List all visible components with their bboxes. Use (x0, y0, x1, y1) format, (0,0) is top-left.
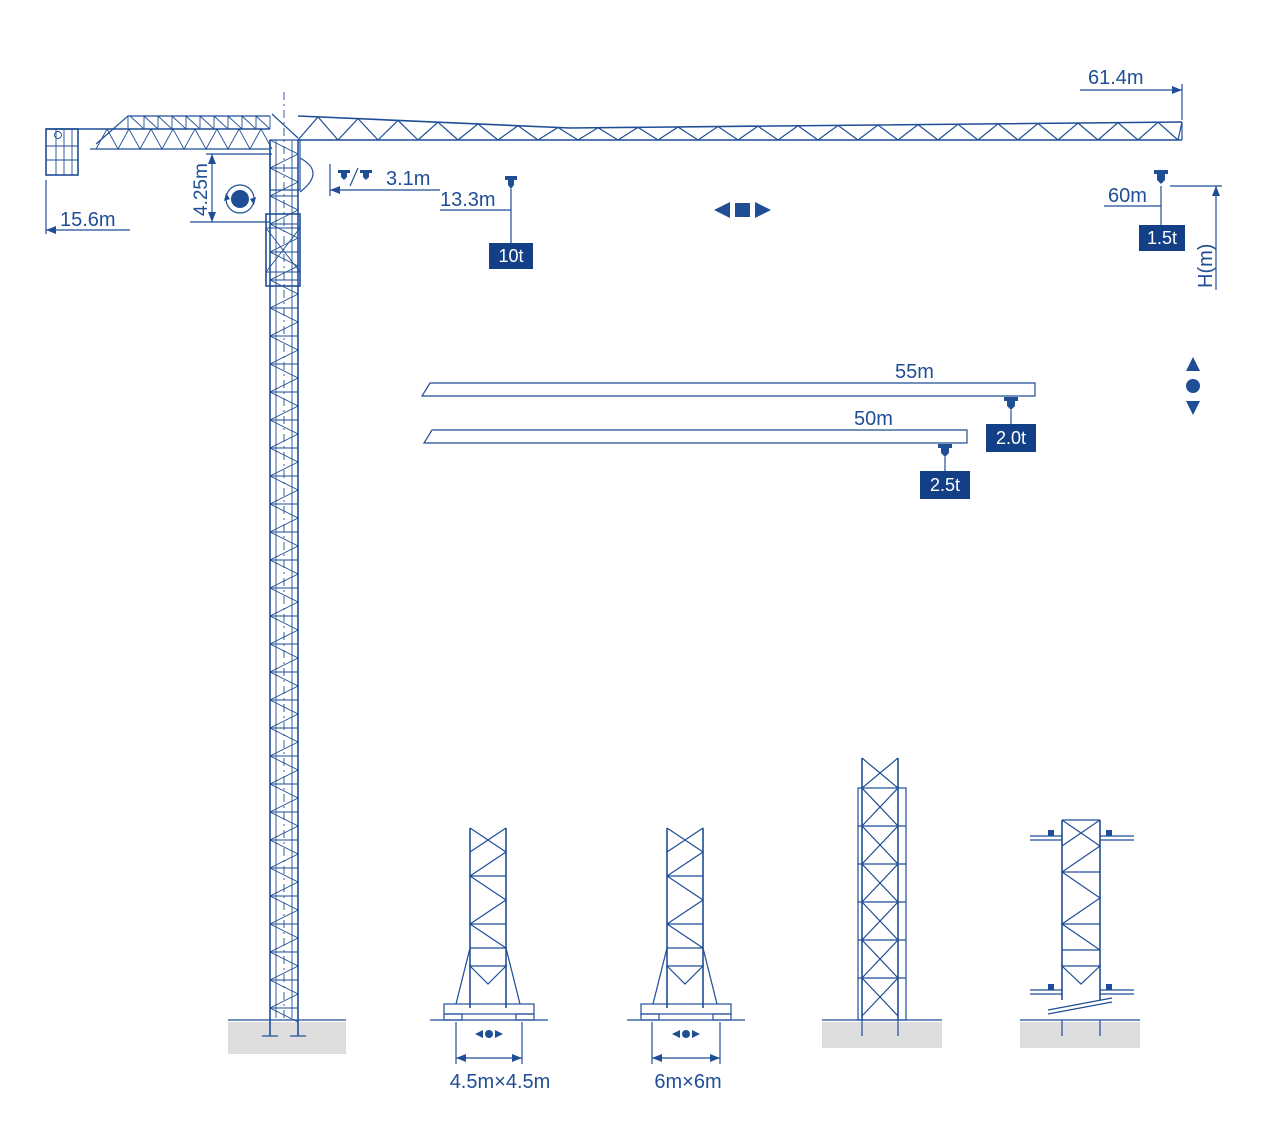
base-option-large: 6m×6m (627, 827, 745, 1093)
max-load-label: 10t (498, 246, 523, 266)
jib-option-length: 55m (895, 361, 934, 383)
ground-main (228, 1022, 346, 1054)
base-size-label: 4.5m×4.5m (450, 1071, 551, 1093)
hook-double-icon (338, 167, 372, 187)
up-down-arrows-icon (1186, 357, 1200, 415)
jib-head-strut (271, 113, 299, 139)
tip-radius-label: 60m (1108, 185, 1147, 207)
operator-cab (299, 157, 314, 193)
counter-jib (45, 115, 273, 176)
left-right-arrows-icon (714, 202, 771, 218)
base-option-internal-climbing (1020, 819, 1140, 1048)
jib-option-length: 50m (854, 408, 893, 430)
max-load-badge (489, 243, 533, 269)
min-radius-label: 3.1m (386, 168, 430, 190)
jib-option-load-badge (920, 471, 970, 499)
height-label: H(m) (1195, 244, 1217, 288)
jib-option-load-badge (986, 424, 1036, 452)
jib (297, 115, 1183, 141)
slewing-unit (269, 139, 301, 191)
jib-option-50: 50m 2.5t (422, 408, 970, 499)
jib-option-load: 2.5t (930, 475, 960, 495)
jib-option-55: 55m 2.0t (420, 361, 1036, 452)
tip-hook-icon (1154, 170, 1168, 184)
hook-icon (505, 176, 517, 189)
base-option-anchor (822, 757, 942, 1048)
max-load-radius-label: 13.3m (440, 189, 496, 211)
climbing-cage (265, 213, 301, 287)
head-height-label: 4.25m (191, 163, 212, 216)
jib-option-load: 2.0t (996, 428, 1026, 448)
slewing-icon (224, 184, 256, 214)
counter-jib-length-label: 15.6m (60, 209, 116, 231)
base-size-label: 6m×6m (654, 1071, 721, 1093)
tip-load-badge (1139, 225, 1185, 251)
counterweight (45, 128, 79, 176)
tip-load-label: 1.5t (1147, 228, 1177, 248)
base-option-small: 4.5m×4.5m (430, 827, 551, 1093)
jib-length-label: 61.4m (1088, 67, 1144, 89)
